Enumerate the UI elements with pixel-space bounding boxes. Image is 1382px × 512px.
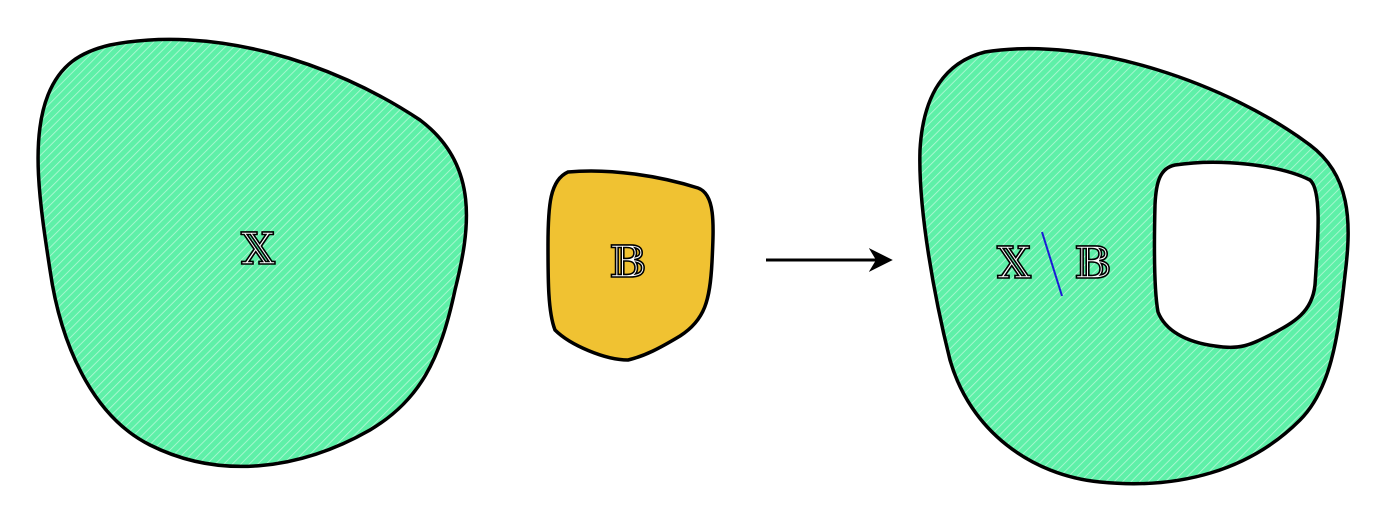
difference-left-label: 𝕏 [997,238,1032,289]
set-b-shape [546,169,715,362]
setminus-symbol [1041,231,1063,297]
difference-right-label: 𝔹 [1074,238,1111,289]
set-x: 𝕏 [36,37,469,469]
set-b-label: 𝔹 [609,237,646,288]
set-difference: 𝕏 𝔹 [918,46,1350,486]
set-difference-shape [918,46,1350,486]
set-x-label: 𝕏 [241,224,276,275]
set-b: 𝔹 [546,169,715,362]
set-x-shape [36,37,469,469]
